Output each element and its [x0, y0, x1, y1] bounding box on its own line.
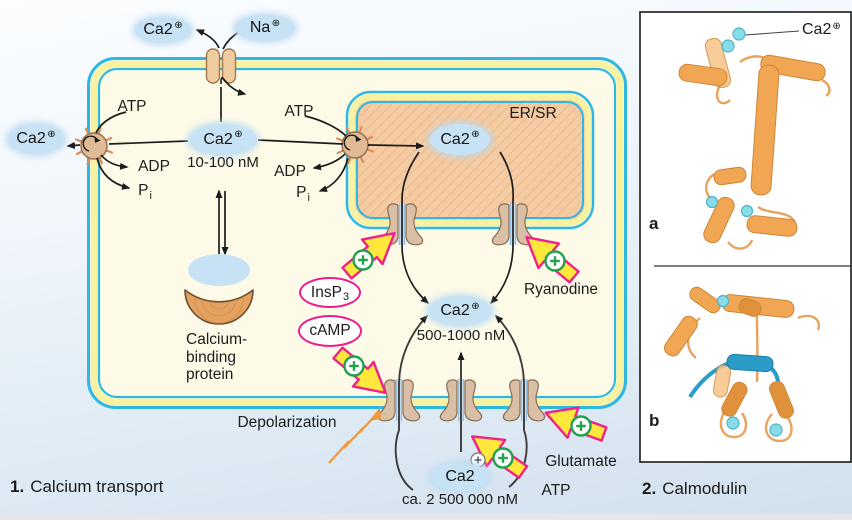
ca-ion-er: Ca2⊕	[430, 124, 490, 155]
glutamate-label: Glutamate	[545, 453, 617, 470]
calmodulin-structure-b	[663, 286, 821, 443]
calmodulin-structure-a	[678, 27, 831, 250]
na-ion: Na⊕	[235, 15, 295, 41]
er-sr-label: ER/SR	[509, 105, 557, 122]
ca-ion-extracellular-left: Ca2⊕	[8, 124, 64, 154]
atp-label-bottom: ATP	[541, 482, 571, 499]
binding-protein-label: Calcium- binding protein	[186, 331, 248, 383]
ca-ion-elevated: Ca2⊕	[428, 296, 492, 326]
er-sr-membrane	[345, 90, 595, 230]
calcium-spheres-b	[716, 294, 783, 437]
ca-ion-cytosol: Ca2⊕	[189, 124, 257, 155]
page-edge-strip	[0, 514, 852, 520]
calmodulin-panel	[639, 11, 852, 463]
extracellular-concentration: ca. 2 500 000 nM	[402, 491, 518, 508]
na-ca-exchanger	[205, 48, 237, 84]
panel-b-label: b	[649, 411, 660, 430]
depolarization-lightning-icon	[328, 407, 381, 464]
calcium-spheres-a	[705, 27, 754, 218]
cytosol-concentration: 10-100 nM	[187, 154, 259, 171]
ca-ion-extracellular-bottom: Ca2	[431, 463, 489, 491]
atp-label-left: ATP	[117, 98, 147, 115]
target-helix-blue	[726, 353, 774, 373]
pi-label-er: Pi	[296, 184, 310, 204]
caption-calmodulin: 2.Calmodulin	[642, 479, 748, 498]
ca-ion-panel-label: Ca2⊕	[802, 21, 841, 38]
flow-lines	[66, 29, 514, 305]
atp-label-er: ATP	[284, 103, 314, 120]
pi-label-left: Pi	[138, 182, 152, 202]
elevated-concentration: 500-1000 nM	[416, 327, 506, 344]
calcium-binding-protein	[184, 254, 254, 325]
camp-oval: cAMP	[298, 315, 362, 347]
ca-ion-extracellular-top: Ca2⊕	[135, 17, 191, 43]
depolarization-label: Depolarization	[237, 414, 337, 431]
panel-a-label: a	[649, 214, 659, 233]
adp-label-er: ADP	[274, 163, 306, 180]
ryanodine-label: Ryanodine	[523, 281, 599, 298]
caption-calcium-transport: 1.Calcium transport	[10, 477, 164, 496]
adp-label-left: ADP	[138, 158, 170, 175]
